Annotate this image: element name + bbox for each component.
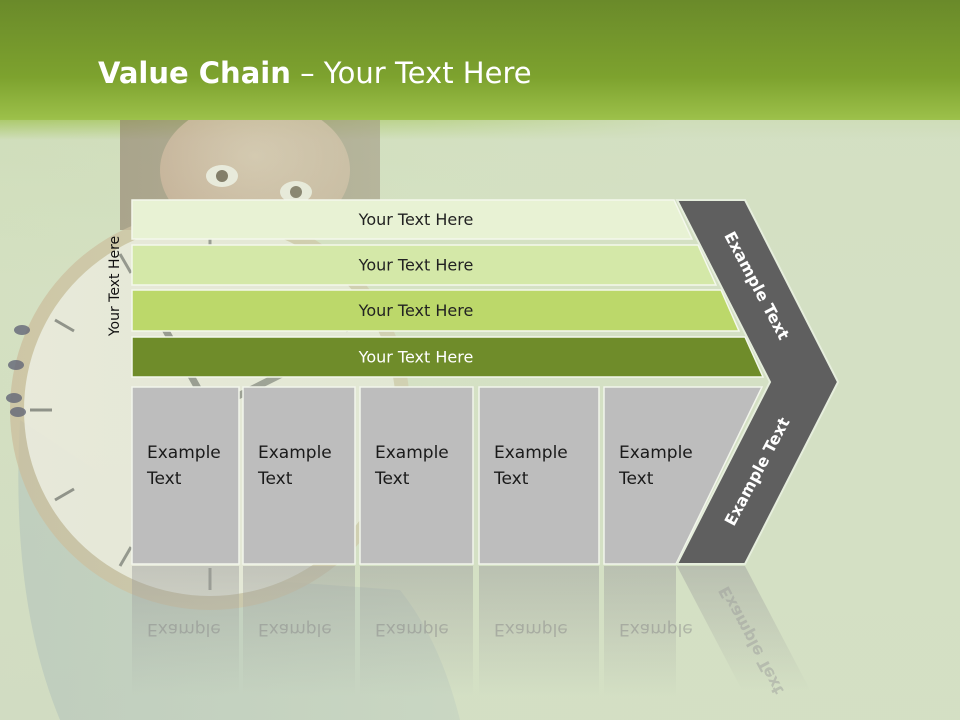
example-box-reflection [132,566,239,696]
title-rest: – Your Text Here [290,56,532,90]
example-box [478,386,600,565]
bar-label: Your Text Here [358,210,474,229]
value-chain-bar [131,336,765,378]
box-label-reflection: Example [147,619,221,639]
example-box [131,386,240,565]
box-label-line1: Example [494,443,568,463]
bar-label: Your Text Here [358,301,474,320]
chevron-arrow [675,199,840,565]
box-label-reflection: Example [258,619,332,639]
box-label-line1: Example [147,443,221,463]
box-label-reflection: Example [375,619,449,639]
example-box-reflection [243,566,355,696]
slide-title: Value Chain – Your Text Here [98,56,532,90]
example-box [359,386,474,565]
box-label-line2: Text [493,469,529,489]
value-chain-bar [131,289,741,332]
box-label-reflection: Example [619,619,693,639]
value-chain-bar [131,244,718,286]
header-band [0,0,960,140]
box-label-reflection: Example [494,619,568,639]
example-box-reflection [604,566,676,696]
bar-label: Your Text Here [358,256,474,275]
title-bold: Value Chain [98,56,291,90]
box-label-line1: Example [375,443,449,463]
example-box-reflection [360,566,473,696]
box-label-line1: Example [258,443,332,463]
box-label-line2: Text [146,469,182,489]
value-chain-bar [131,199,694,240]
box-label-line1: Example [619,443,693,463]
chevron-reflection [677,566,810,690]
example-box-reflection [479,566,599,696]
box-label-line2: Text [618,469,654,489]
bar-label: Your Text Here [358,348,474,367]
box-label-line2: Text [374,469,410,489]
box-label-line2: Text [257,469,293,489]
vertical-side-label: Your Text Here [107,235,123,337]
example-box [242,386,356,565]
